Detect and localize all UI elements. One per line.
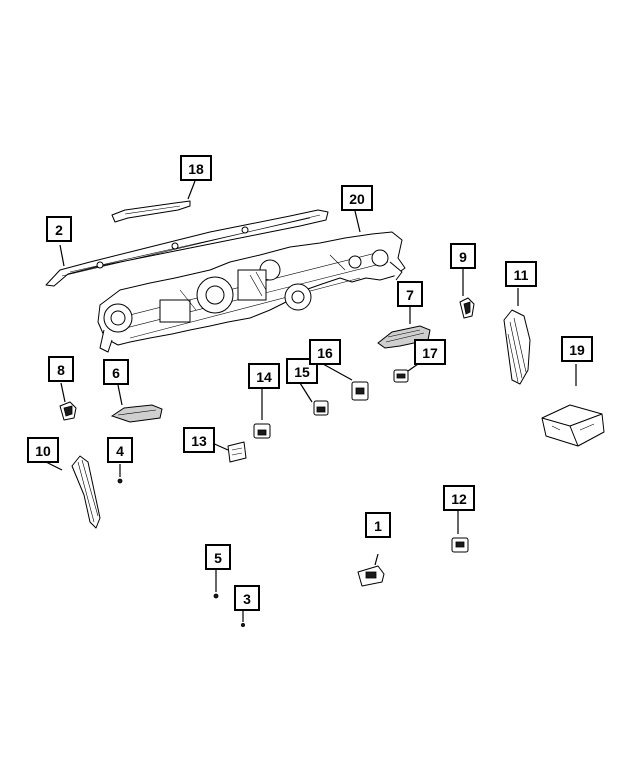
callout-9: 9 [450, 243, 476, 269]
switch-17 [393, 369, 409, 383]
control-module [541, 404, 605, 447]
callout-20: 20 [341, 185, 373, 211]
svg-text:12: 12 [451, 491, 467, 507]
callout-8: 8 [48, 356, 74, 382]
fastener-3 [240, 623, 245, 628]
svg-text:19: 19 [569, 342, 585, 358]
switch-16 [351, 381, 369, 401]
switch-15 [313, 400, 329, 416]
callout-18: 18 [180, 155, 212, 181]
bezel-trim [110, 404, 163, 423]
svg-text:16: 16 [317, 345, 333, 361]
svg-text:9: 9 [459, 249, 467, 265]
callout-19: 19 [561, 336, 593, 362]
svg-text:7: 7 [406, 287, 414, 303]
callout-5: 5 [205, 544, 231, 570]
fastener-5 [213, 593, 219, 599]
callout-3: 3 [234, 585, 260, 611]
svg-text:2: 2 [55, 222, 63, 238]
callout-14: 14 [248, 363, 280, 389]
callout-1: 1 [365, 512, 391, 538]
svg-text:18: 18 [188, 161, 204, 177]
svg-text:15: 15 [294, 364, 310, 380]
svg-text:3: 3 [243, 591, 251, 607]
callout-12: 12 [443, 485, 475, 511]
svg-text:17: 17 [422, 345, 438, 361]
callout-6: 6 [103, 359, 129, 385]
switch-12 [451, 537, 469, 553]
svg-text:13: 13 [191, 433, 207, 449]
glove-box [377, 325, 431, 349]
svg-text:6: 6 [112, 365, 120, 381]
switch-1 [357, 565, 385, 587]
svg-text:14: 14 [256, 369, 272, 385]
svg-text:4: 4 [116, 443, 124, 459]
callout-11: 11 [505, 261, 537, 287]
end-cap-right [503, 309, 531, 385]
callout-2: 2 [46, 216, 72, 242]
callout-10: 10 [27, 437, 59, 463]
svg-text:1: 1 [374, 518, 382, 534]
side-clip [59, 401, 77, 421]
switch-bank-13 [227, 441, 247, 463]
instrument-panel-frame [97, 231, 406, 353]
callout-17: 17 [414, 339, 446, 365]
end-cap-left [71, 455, 101, 529]
svg-text:8: 8 [57, 362, 65, 378]
callout-4: 4 [107, 437, 133, 463]
switch-14 [253, 423, 271, 439]
svg-text:10: 10 [35, 443, 51, 459]
upper-panel-rail [45, 209, 329, 287]
callout-13: 13 [183, 427, 215, 453]
svg-text:5: 5 [214, 550, 222, 566]
retainer-clip [459, 297, 475, 319]
callout-16: 16 [309, 339, 341, 365]
defroster-bracket [111, 200, 191, 223]
callout-7: 7 [397, 281, 423, 307]
svg-text:11: 11 [514, 267, 529, 283]
svg-text:20: 20 [349, 191, 365, 207]
fastener-4 [117, 478, 123, 484]
callout-15: 15 [286, 358, 318, 384]
